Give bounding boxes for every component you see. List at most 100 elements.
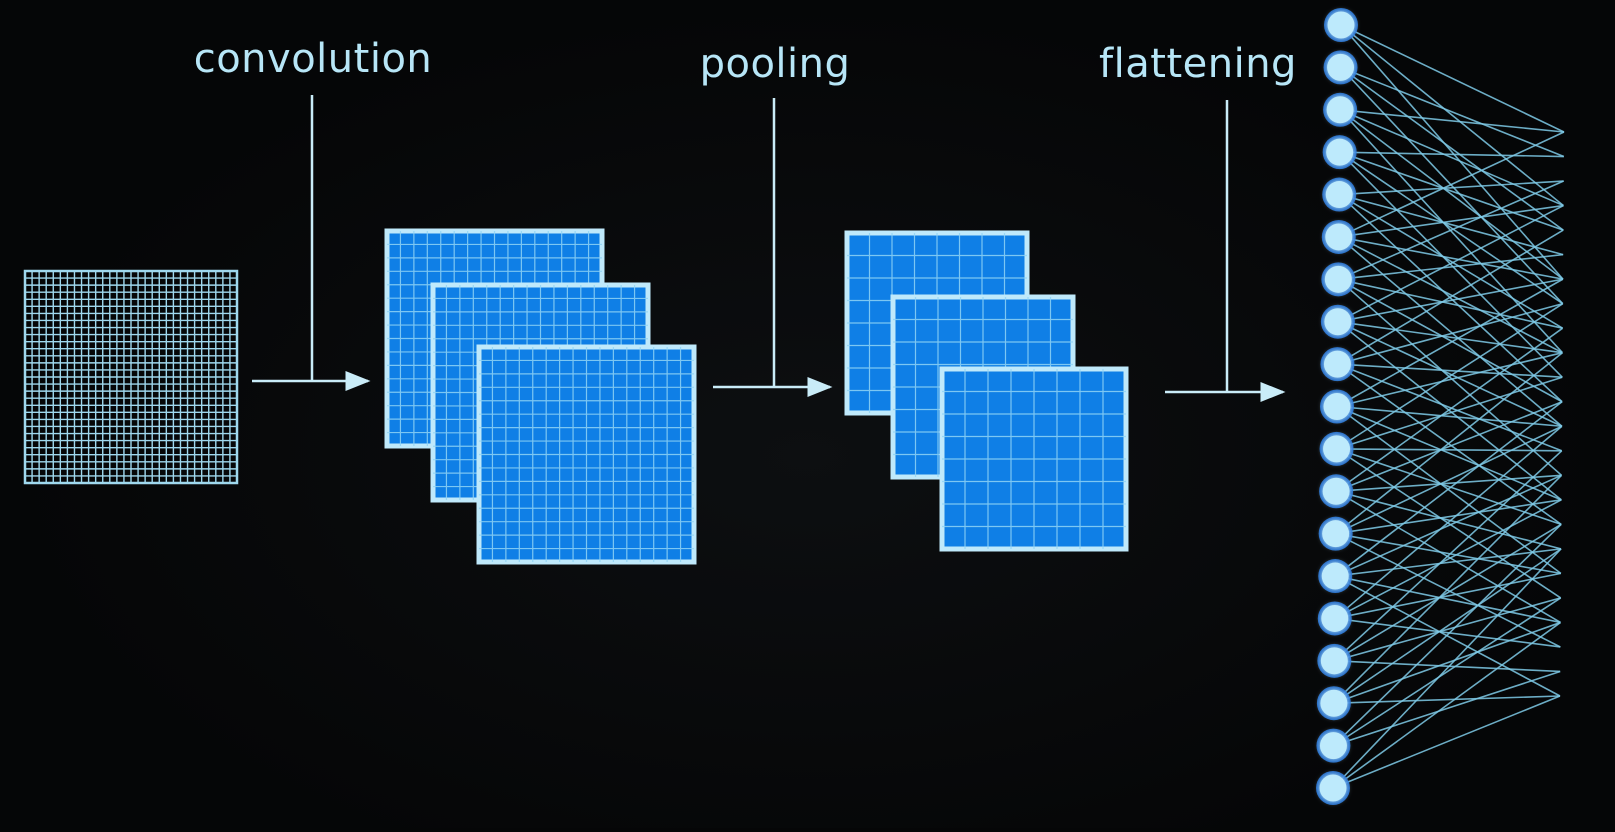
connection-line (1332, 621, 1561, 789)
connection-line (1339, 151, 1564, 231)
pooling-connector (713, 98, 833, 397)
connection-line (1339, 193, 1564, 256)
connection-line (1332, 548, 1562, 789)
connection-line (1335, 490, 1561, 624)
connection-line (1339, 109, 1564, 354)
connection-line (1336, 351, 1563, 408)
pooled-feature-maps (844, 230, 1129, 552)
connection-line (1338, 236, 1563, 354)
connection-line (1335, 400, 1563, 493)
connection-line (1333, 450, 1563, 662)
connection-line (1337, 320, 1563, 354)
connection-line (1340, 108, 1565, 133)
connection-line (1340, 24, 1564, 207)
pooling-label: pooling (700, 41, 851, 87)
connection-line (1335, 532, 1562, 575)
connection-line (1338, 236, 1564, 280)
flattened-node (1324, 308, 1352, 336)
flattened-node (1319, 732, 1347, 760)
connection-line (1336, 405, 1562, 428)
connection-line (1338, 180, 1564, 281)
connection-line (1336, 448, 1562, 526)
connection-line (1333, 474, 1563, 704)
flattened-node (1323, 350, 1351, 378)
connection-line (1335, 575, 1561, 624)
connection-line (1339, 109, 1564, 280)
connection-line (1335, 327, 1564, 492)
connection-line (1337, 204, 1564, 323)
connection-line (1339, 151, 1563, 378)
flattened-node (1322, 477, 1350, 505)
connection-line (1338, 131, 1565, 238)
connection-line (1338, 236, 1563, 427)
connection-line (1339, 109, 1564, 207)
connection-line (1334, 401, 1563, 577)
connection-line (1337, 278, 1564, 323)
flattened-node (1326, 96, 1354, 124)
flattening-connector (1165, 100, 1286, 402)
flattened-node (1323, 393, 1351, 420)
pooled-feature-map-3 (939, 366, 1129, 552)
connection-line (1337, 321, 1562, 501)
connection-line (1339, 66, 1564, 305)
input-grid-border (23, 269, 239, 485)
flattened-node (1326, 138, 1354, 166)
connection-line (1335, 532, 1561, 648)
connection-line (1337, 278, 1563, 476)
flattened-node (1320, 689, 1348, 717)
flattened-node (1321, 604, 1349, 632)
connection-line (1334, 597, 1561, 662)
connection-line (1336, 405, 1562, 575)
connection-line (1338, 193, 1564, 329)
connection-line (1334, 474, 1562, 577)
connection-line (1333, 621, 1561, 704)
connection-line (1334, 575, 1561, 697)
connection-line (1340, 24, 1564, 280)
convolution-label: convolution (194, 36, 433, 82)
connection-line (1339, 151, 1564, 158)
connection-line (1333, 597, 1562, 747)
connection-line (1337, 320, 1563, 427)
connection-line (1334, 660, 1561, 673)
flattened-node-column (1316, 8, 1358, 805)
connection-line (1336, 278, 1564, 408)
flattened-node (1323, 435, 1351, 463)
connection-line (1333, 695, 1561, 705)
connection-line (1332, 523, 1562, 747)
connection-line (1336, 448, 1562, 599)
flattened-node (1324, 265, 1352, 293)
connection-line (1339, 180, 1564, 196)
dense-connections (1332, 24, 1565, 789)
flattened-node (1327, 53, 1355, 81)
connection-line (1337, 363, 1563, 452)
connection-line (1335, 548, 1562, 577)
input-grid-lines (24, 270, 238, 484)
connection-line (1337, 278, 1563, 403)
connection-line (1340, 24, 1565, 133)
connection-line (1336, 474, 1562, 493)
flattened-node (1325, 223, 1353, 251)
input-image-grid (23, 269, 239, 485)
flattening-label: flattening (1099, 41, 1297, 87)
flattened-node (1321, 562, 1349, 590)
flattened-node (1320, 647, 1348, 675)
connection-line (1333, 548, 1562, 704)
connection-line (1336, 405, 1562, 501)
connection-line (1334, 425, 1563, 620)
connection-line (1336, 448, 1562, 452)
connection-line (1333, 670, 1561, 747)
connection-line (1336, 363, 1562, 525)
connection-line (1338, 193, 1563, 403)
connection-line (1338, 204, 1564, 238)
conv-feature-map-3-grid (479, 347, 694, 562)
connection-line (1335, 499, 1562, 535)
connection-line (1336, 302, 1564, 450)
connection-line (1335, 490, 1562, 550)
convolution-connector (252, 95, 371, 391)
connection-line (1337, 229, 1564, 365)
conv-feature-map-3 (476, 344, 697, 565)
connection-line (1340, 66, 1564, 231)
connection-line (1340, 66, 1565, 158)
connection-line (1337, 363, 1563, 379)
